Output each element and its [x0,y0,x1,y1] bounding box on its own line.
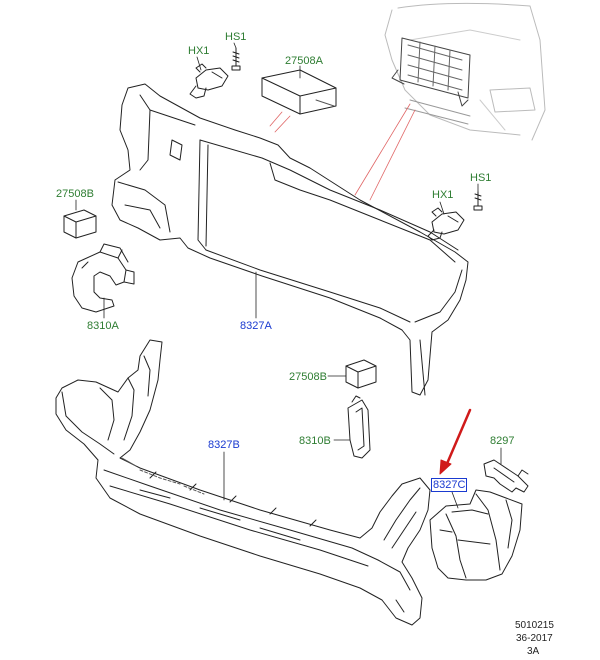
red-pointer-arrow [439,408,472,475]
label-hx1-right: HX1 [432,189,454,201]
projection-lines [269,103,416,201]
screw-hs1-right [473,191,483,211]
lower-deflector-8327b [55,339,431,626]
screw-hs1-top [231,47,241,71]
label-8310a: 8310A [87,320,119,332]
label-hs1-top: HS1 [225,31,247,43]
bracket-8310b [347,395,371,459]
diagram-ref-line2: 36-2017 [516,633,553,644]
foam-block-27508b-left [63,209,97,239]
label-27508b-mid: 27508B [289,371,327,383]
foam-block-27508a [261,69,337,115]
label-8327a: 8327A [240,320,272,332]
leader-lines [75,42,502,509]
label-8297: 8297 [490,435,515,447]
clip-hx1-right [427,207,465,241]
label-27508b-left: 27508B [56,188,94,200]
diagram-ref-line1: 5010215 [515,620,554,631]
label-27508a: 27508A [285,55,323,67]
label-8310b: 8310B [299,435,331,447]
label-8327b: 8327B [208,439,240,451]
bracket-8297 [483,459,529,493]
label-hs1-right: HS1 [470,172,492,184]
vehicle-front-inset [384,2,546,141]
foam-block-27508b-mid [345,359,377,389]
label-8327c-highlighted: 8327C [431,478,468,492]
clip-hx1-top [189,63,229,99]
side-deflector-8327c [429,489,523,581]
air-deflector-frame-8327a [111,83,469,396]
diagram-ref-line3: 3A [527,646,540,657]
bracket-8310a [71,243,135,313]
label-hx1-top: HX1 [188,45,210,57]
